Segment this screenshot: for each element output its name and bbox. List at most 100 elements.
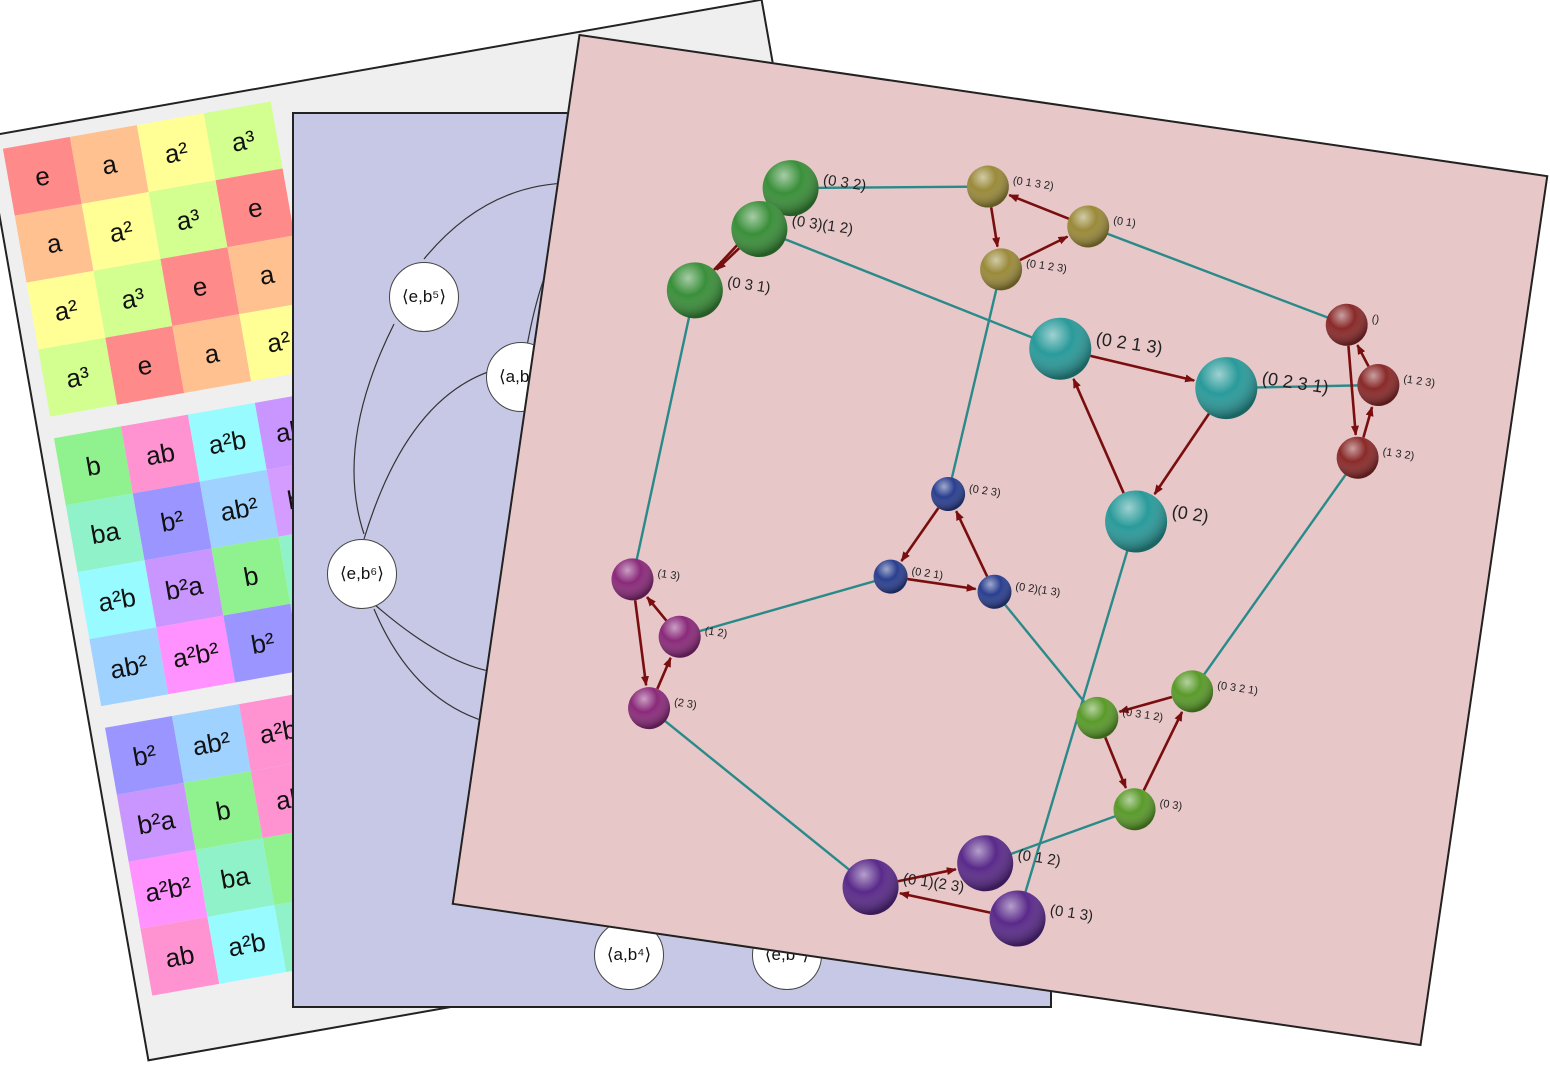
cayley-node[interactable]: (0 1 3 2) bbox=[964, 163, 1055, 217]
cayley-node-highlight bbox=[611, 558, 654, 601]
cayley-node-label: (1 2) bbox=[704, 625, 728, 640]
cayley-edge bbox=[758, 227, 1061, 350]
table-cell: a² bbox=[81, 192, 161, 271]
cayley-node[interactable]: () bbox=[1323, 301, 1381, 350]
table-cell: a³ bbox=[203, 101, 283, 181]
cayley-node-label: (2 3) bbox=[673, 696, 697, 711]
cayley-node[interactable]: (1 2) bbox=[656, 613, 729, 664]
cayley-node-highlight bbox=[658, 615, 701, 658]
cayley-node-highlight bbox=[989, 890, 1046, 947]
cayley-node-label: (0 2 3 1) bbox=[1261, 368, 1330, 397]
cayley-edge bbox=[679, 575, 891, 638]
table-cell: ba bbox=[195, 838, 275, 917]
cayley-node-label: (0 1)(2 3) bbox=[902, 870, 965, 896]
cayley-node[interactable]: (1 3 2) bbox=[1334, 434, 1416, 487]
cayley-node-highlight bbox=[977, 574, 1012, 609]
cayley-node-label: (0 2)(1 3) bbox=[1015, 581, 1062, 599]
cayley-graph-card: (0 3 2)(0 3)(1 2)(0 3 1)(0 1 3 2)(0 1)(0… bbox=[451, 33, 1549, 1047]
cayley-edge bbox=[790, 185, 988, 190]
cayley-node-label: (0 1 3) bbox=[1049, 902, 1094, 925]
table-cell: a bbox=[172, 314, 252, 393]
cayley-node-highlight bbox=[1029, 317, 1092, 380]
cayley-edge bbox=[993, 590, 1099, 719]
table-cell: a²b² bbox=[128, 849, 208, 929]
cayley-node[interactable]: (0 3 2 1) bbox=[1168, 668, 1259, 722]
cayley-node-label: (1 3 2) bbox=[1382, 446, 1415, 462]
cayley-node[interactable]: (0 2 3 1) bbox=[1191, 353, 1331, 433]
cayley-node[interactable]: (0 2 3) bbox=[929, 475, 1002, 519]
cayley-node-highlight bbox=[731, 201, 788, 258]
cayley-arrow bbox=[900, 507, 940, 562]
table-cell: a³ bbox=[148, 180, 228, 260]
table-cell: a²b bbox=[77, 560, 157, 640]
lattice-node-e-b5[interactable]: ⟨e,b⁵⟩ bbox=[389, 262, 459, 332]
cayley-node-highlight bbox=[666, 262, 723, 319]
cayley-node-highlight bbox=[1336, 436, 1379, 479]
table-cell: ab² bbox=[171, 704, 251, 783]
cayley-node-label: (0 3 1) bbox=[726, 274, 771, 297]
cayley-node[interactable]: (2 3) bbox=[625, 684, 698, 735]
lattice-edge bbox=[353, 323, 395, 535]
table-cell: e bbox=[105, 325, 185, 405]
cayley-arrow bbox=[656, 656, 672, 690]
cayley-node-highlight bbox=[873, 559, 908, 594]
cayley-node[interactable]: (0 3) bbox=[1111, 785, 1184, 836]
table-cell: a³ bbox=[38, 337, 118, 417]
cayley-node[interactable]: (0 2) bbox=[1101, 486, 1211, 562]
cayley-node[interactable]: (0 3 2) bbox=[759, 156, 868, 226]
cayley-node[interactable]: (0 1 2) bbox=[953, 831, 1062, 901]
cayley-node[interactable]: (0 1 3) bbox=[986, 887, 1095, 957]
cayley-node[interactable]: (0 1) bbox=[1064, 203, 1137, 254]
cayley-node-highlight bbox=[1325, 303, 1368, 346]
table-cell: e bbox=[215, 168, 295, 248]
cayley-node[interactable]: (0 2 1) bbox=[871, 557, 944, 601]
cayley-edge bbox=[946, 269, 1003, 495]
cayley-edge bbox=[631, 290, 697, 580]
cayley-node-label: (0 2) bbox=[1171, 501, 1211, 526]
cayley-arrow bbox=[715, 247, 740, 271]
table-cell: b²a bbox=[144, 548, 224, 628]
cayley-node-highlight bbox=[1113, 788, 1156, 831]
cayley-node[interactable]: (0 1 2 3) bbox=[977, 246, 1068, 300]
lattice-node-e-b6[interactable]: ⟨e,b⁶⟩ bbox=[327, 539, 397, 609]
cayley-arrow bbox=[1019, 235, 1069, 262]
table-cell: a²b² bbox=[156, 615, 236, 695]
cayley-arrow bbox=[897, 867, 957, 883]
cayley-node-highlight bbox=[1357, 363, 1400, 406]
lattice-edge bbox=[373, 608, 495, 725]
cayley-node-label: (0 3 1 2) bbox=[1122, 706, 1164, 724]
cayley-node-highlight bbox=[1067, 205, 1110, 248]
cayley-node-label: (0 1 3 2) bbox=[1012, 175, 1054, 193]
cayley-arrow bbox=[898, 891, 991, 914]
cayley-node-label: (0 1 2) bbox=[1016, 847, 1061, 870]
table-cell: ba bbox=[65, 493, 145, 573]
table-cell: b bbox=[53, 426, 133, 506]
cayley-node[interactable]: (1 2 3) bbox=[1355, 361, 1437, 414]
cayley-node-label: (0 3 2) bbox=[822, 171, 867, 194]
cayley-node[interactable]: (0 3 1) bbox=[663, 259, 772, 329]
cayley-node-highlight bbox=[1105, 490, 1168, 553]
table-cell: e bbox=[2, 136, 82, 216]
cayley-node-label: (1 2 3) bbox=[1403, 373, 1436, 389]
cayley-node-highlight bbox=[762, 160, 819, 217]
cayley-node[interactable]: (0 3 1 2) bbox=[1074, 694, 1165, 748]
cayley-node-highlight bbox=[842, 858, 899, 915]
cayley-node[interactable]: (1 3) bbox=[609, 556, 682, 607]
cayley-node[interactable]: (0 3)(1 2) bbox=[728, 197, 856, 270]
table-cell: a² bbox=[26, 270, 106, 350]
cayley-node-highlight bbox=[957, 835, 1014, 892]
cayley-node[interactable]: (0 2 1 3) bbox=[1025, 314, 1165, 394]
cayley-node-highlight bbox=[1076, 696, 1119, 739]
cayley-arrow bbox=[633, 600, 649, 687]
cayley-edge bbox=[1191, 457, 1359, 693]
table-cell: ab² bbox=[89, 627, 169, 707]
cayley-node[interactable]: (0 1)(2 3) bbox=[839, 855, 967, 928]
cayley-node[interactable]: (0 2)(1 3) bbox=[975, 572, 1061, 618]
cayley-node-highlight bbox=[628, 687, 671, 730]
table-cell: a²b bbox=[187, 402, 267, 482]
table-cell: b² bbox=[223, 603, 303, 683]
table-cell: b bbox=[211, 536, 291, 616]
cayley-node-highlight bbox=[966, 165, 1009, 208]
cayley-edge bbox=[648, 707, 872, 888]
cayley-node-highlight bbox=[1195, 357, 1258, 420]
